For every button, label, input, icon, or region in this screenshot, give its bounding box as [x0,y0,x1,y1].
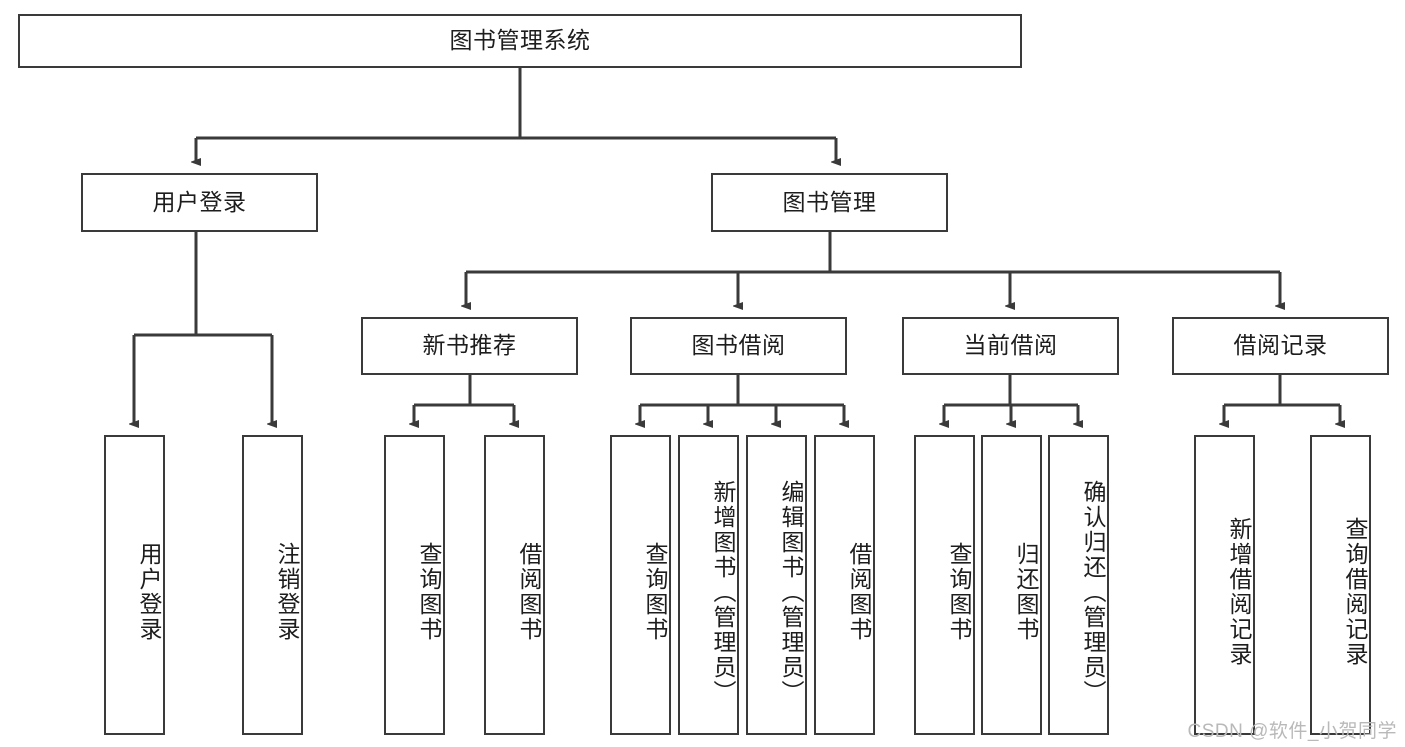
leaf-label: 查询图书 [416,542,442,642]
node-borrow-record[interactable]: 借阅记录 [1172,317,1389,375]
leaf-new-book-query[interactable]: 查询图书 [384,435,445,735]
leaf-book-borrow-edit[interactable]: 编辑图书（管理员） [746,435,807,735]
leaf-label: 查询借阅记录 [1342,517,1368,667]
node-borrow-record-label: 借阅记录 [1233,332,1328,359]
leaf-book-borrow-add[interactable]: 新增图书（管理员） [678,435,739,735]
leaf-current-borrow-return[interactable]: 归还图书 [981,435,1042,735]
node-new-book-recommend-label: 新书推荐 [422,332,517,359]
leaf-label: 编辑图书（管理员） [778,479,804,705]
leaf-label: 归还图书 [1013,542,1039,642]
leaf-label: 注销登录 [274,542,300,642]
node-book-borrow[interactable]: 图书借阅 [630,317,847,375]
leaf-label: 查询图书 [946,542,972,642]
node-new-book-recommend[interactable]: 新书推荐 [361,317,578,375]
node-root-label: 图书管理系统 [449,27,591,54]
node-user-login[interactable]: 用户登录 [81,173,318,232]
leaf-book-borrow-borrow[interactable]: 借阅图书 [814,435,875,735]
leaf-label: 借阅图书 [516,542,542,642]
node-book-borrow-label: 图书借阅 [691,332,786,359]
node-root[interactable]: 图书管理系统 [18,14,1022,68]
leaf-borrow-record-add[interactable]: 新增借阅记录 [1194,435,1255,735]
leaf-current-borrow-confirm-return[interactable]: 确认归还（管理员） [1048,435,1109,735]
node-book-management[interactable]: 图书管理 [711,173,948,232]
csdn-watermark: CSDN @软件_小贺同学 [1187,721,1397,742]
leaf-book-borrow-query[interactable]: 查询图书 [610,435,671,735]
node-current-borrow[interactable]: 当前借阅 [902,317,1119,375]
leaf-label: 查询图书 [642,542,668,642]
leaf-label: 新增借阅记录 [1226,517,1252,667]
leaf-label: 新增图书（管理员） [710,479,736,705]
leaf-current-borrow-query[interactable]: 查询图书 [914,435,975,735]
leaf-label: 借阅图书 [846,542,872,642]
leaf-label: 用户登录 [136,542,162,642]
leaf-new-book-borrow[interactable]: 借阅图书 [484,435,545,735]
node-current-borrow-label: 当前借阅 [963,332,1058,359]
leaf-borrow-record-query[interactable]: 查询借阅记录 [1310,435,1371,735]
leaf-user-login-signout[interactable]: 注销登录 [242,435,303,735]
node-book-management-label: 图书管理 [782,188,877,215]
leaf-user-login-signin[interactable]: 用户登录 [104,435,165,735]
node-user-login-label: 用户登录 [152,188,247,215]
leaf-label: 确认归还（管理员） [1080,479,1106,705]
